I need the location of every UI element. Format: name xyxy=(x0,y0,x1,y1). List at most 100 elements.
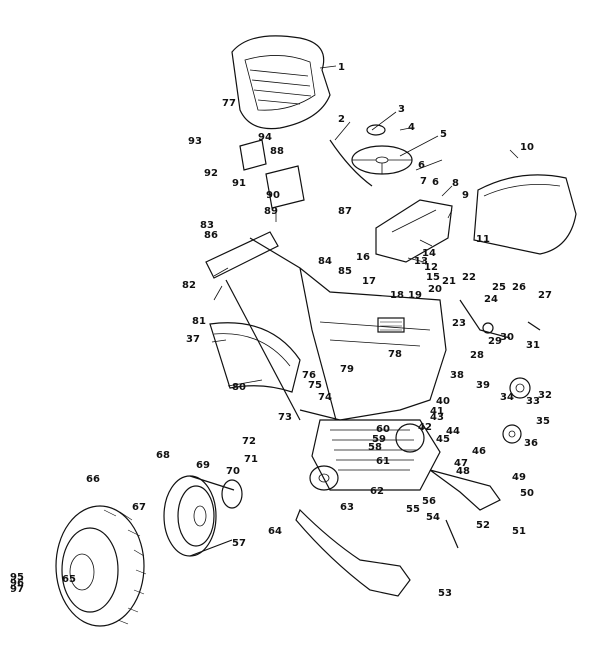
callout-label-74: 74 xyxy=(318,392,332,403)
callout-label-4: 4 xyxy=(408,122,415,133)
fender-drawing xyxy=(209,322,301,393)
callout-label-60: 60 xyxy=(376,424,390,435)
callout-label-50: 50 xyxy=(520,488,534,499)
callout-label-52: 52 xyxy=(476,520,490,531)
transaxle-drawing xyxy=(311,377,531,491)
callout-label-66: 66 xyxy=(86,474,100,485)
callout-label-25: 25 xyxy=(492,282,506,293)
callout-label-96: 96 xyxy=(10,578,24,589)
callout-label-53: 53 xyxy=(438,588,452,599)
callout-label-95: 95 xyxy=(10,572,24,583)
callout-label-56: 56 xyxy=(422,496,436,507)
callout-label-79: 79 xyxy=(340,364,354,375)
dash-console-drawing xyxy=(375,199,453,263)
callout-label-69: 69 xyxy=(196,460,210,471)
callout-label-71: 71 xyxy=(244,454,258,465)
callout-label-14: 14 xyxy=(422,248,436,259)
callout-label-6: 6 xyxy=(418,160,425,171)
callout-label-46: 46 xyxy=(472,446,486,457)
callout-label-5: 5 xyxy=(440,129,447,140)
callout-label-82: 82 xyxy=(182,280,196,291)
callout-label-67: 67 xyxy=(132,502,146,513)
callout-label-78: 78 xyxy=(388,349,402,360)
wheel-rim-drawing xyxy=(163,475,243,557)
callout-label-2: 2 xyxy=(338,114,345,125)
callout-label-35: 35 xyxy=(536,416,550,427)
callout-label-94: 94 xyxy=(258,132,272,143)
callout-label-84: 84 xyxy=(318,256,332,267)
callout-label-28: 28 xyxy=(470,350,484,361)
callout-label-83: 83 xyxy=(200,220,214,231)
callout-label-40: 40 xyxy=(436,396,450,407)
callout-label-26: 26 xyxy=(512,282,526,293)
callout-label-23: 23 xyxy=(452,318,466,329)
pulley-drawing xyxy=(309,465,339,491)
callout-label-88: 88 xyxy=(270,146,284,157)
callout-label-37: 37 xyxy=(186,334,200,345)
callout-label-44: 44 xyxy=(446,426,460,437)
callout-label-93: 93 xyxy=(188,136,202,147)
callout-label-39: 39 xyxy=(476,380,490,391)
callout-label-92: 92 xyxy=(204,168,218,179)
callout-label-36: 36 xyxy=(524,438,538,449)
callout-label-72: 72 xyxy=(242,436,256,447)
callout-label-54: 54 xyxy=(426,512,440,523)
callout-label-3: 3 xyxy=(398,104,405,115)
callout-label-43: 43 xyxy=(430,412,444,423)
callout-label-34: 34 xyxy=(500,392,514,403)
callout-label-20: 20 xyxy=(428,284,442,295)
callout-label-8: 8 xyxy=(452,178,459,189)
callout-label-61: 61 xyxy=(376,456,390,467)
callout-label-85: 85 xyxy=(338,266,352,277)
callout-label-68: 68 xyxy=(156,450,170,461)
callout-label-9: 9 xyxy=(462,190,469,201)
callout-label-32: 32 xyxy=(538,390,552,401)
callout-label-45: 45 xyxy=(436,434,450,445)
callout-label-21: 21 xyxy=(442,276,456,287)
callout-label-17: 17 xyxy=(362,276,376,287)
callout-label-75: 75 xyxy=(308,380,322,391)
callout-label-58: 58 xyxy=(368,442,382,453)
callout-label-76: 76 xyxy=(302,370,316,381)
callout-label-7: 7 xyxy=(420,176,427,187)
callout-label-73: 73 xyxy=(278,412,292,423)
callout-label-22: 22 xyxy=(462,272,476,283)
callout-label-27: 27 xyxy=(538,290,552,301)
callout-label-59: 59 xyxy=(372,434,386,445)
callout-label-51: 51 xyxy=(512,526,526,537)
callout-label-97: 97 xyxy=(10,584,24,595)
callout-label-29: 29 xyxy=(488,336,502,347)
callout-label-86: 86 xyxy=(204,230,218,241)
callout-label-24: 24 xyxy=(484,294,498,305)
callout-label-1: 1 xyxy=(338,62,345,73)
steering-wheel-drawing xyxy=(329,124,413,187)
callout-label-6: 6 xyxy=(432,177,439,188)
callout-label-62: 62 xyxy=(370,486,384,497)
callout-label-81: 81 xyxy=(192,316,206,327)
seat-drawing xyxy=(231,35,331,130)
main-frame-drawing xyxy=(205,231,447,421)
callout-label-90: 90 xyxy=(266,190,280,201)
callout-label-30: 30 xyxy=(500,332,514,343)
callout-label-33: 33 xyxy=(526,396,540,407)
callout-label-64: 64 xyxy=(268,526,282,537)
callout-label-91: 91 xyxy=(232,178,246,189)
callout-label-80: 80 xyxy=(232,382,246,393)
callout-label-15: 15 xyxy=(426,272,440,283)
belt-drawing xyxy=(295,508,411,597)
tire-drawing xyxy=(55,505,147,627)
callout-label-10: 10 xyxy=(520,142,534,153)
callout-label-89: 89 xyxy=(264,206,278,217)
seat-bracket-drawing xyxy=(239,139,305,222)
callout-label-16: 16 xyxy=(356,252,370,263)
callout-label-13: 13 xyxy=(414,256,428,267)
callout-label-48: 48 xyxy=(456,466,470,477)
callout-label-49: 49 xyxy=(512,472,526,483)
hood-drawing xyxy=(473,174,577,255)
callout-label-42: 42 xyxy=(418,422,432,433)
callout-label-55: 55 xyxy=(406,504,420,515)
callout-label-47: 47 xyxy=(454,458,468,469)
callout-label-65: 65 xyxy=(62,574,76,585)
